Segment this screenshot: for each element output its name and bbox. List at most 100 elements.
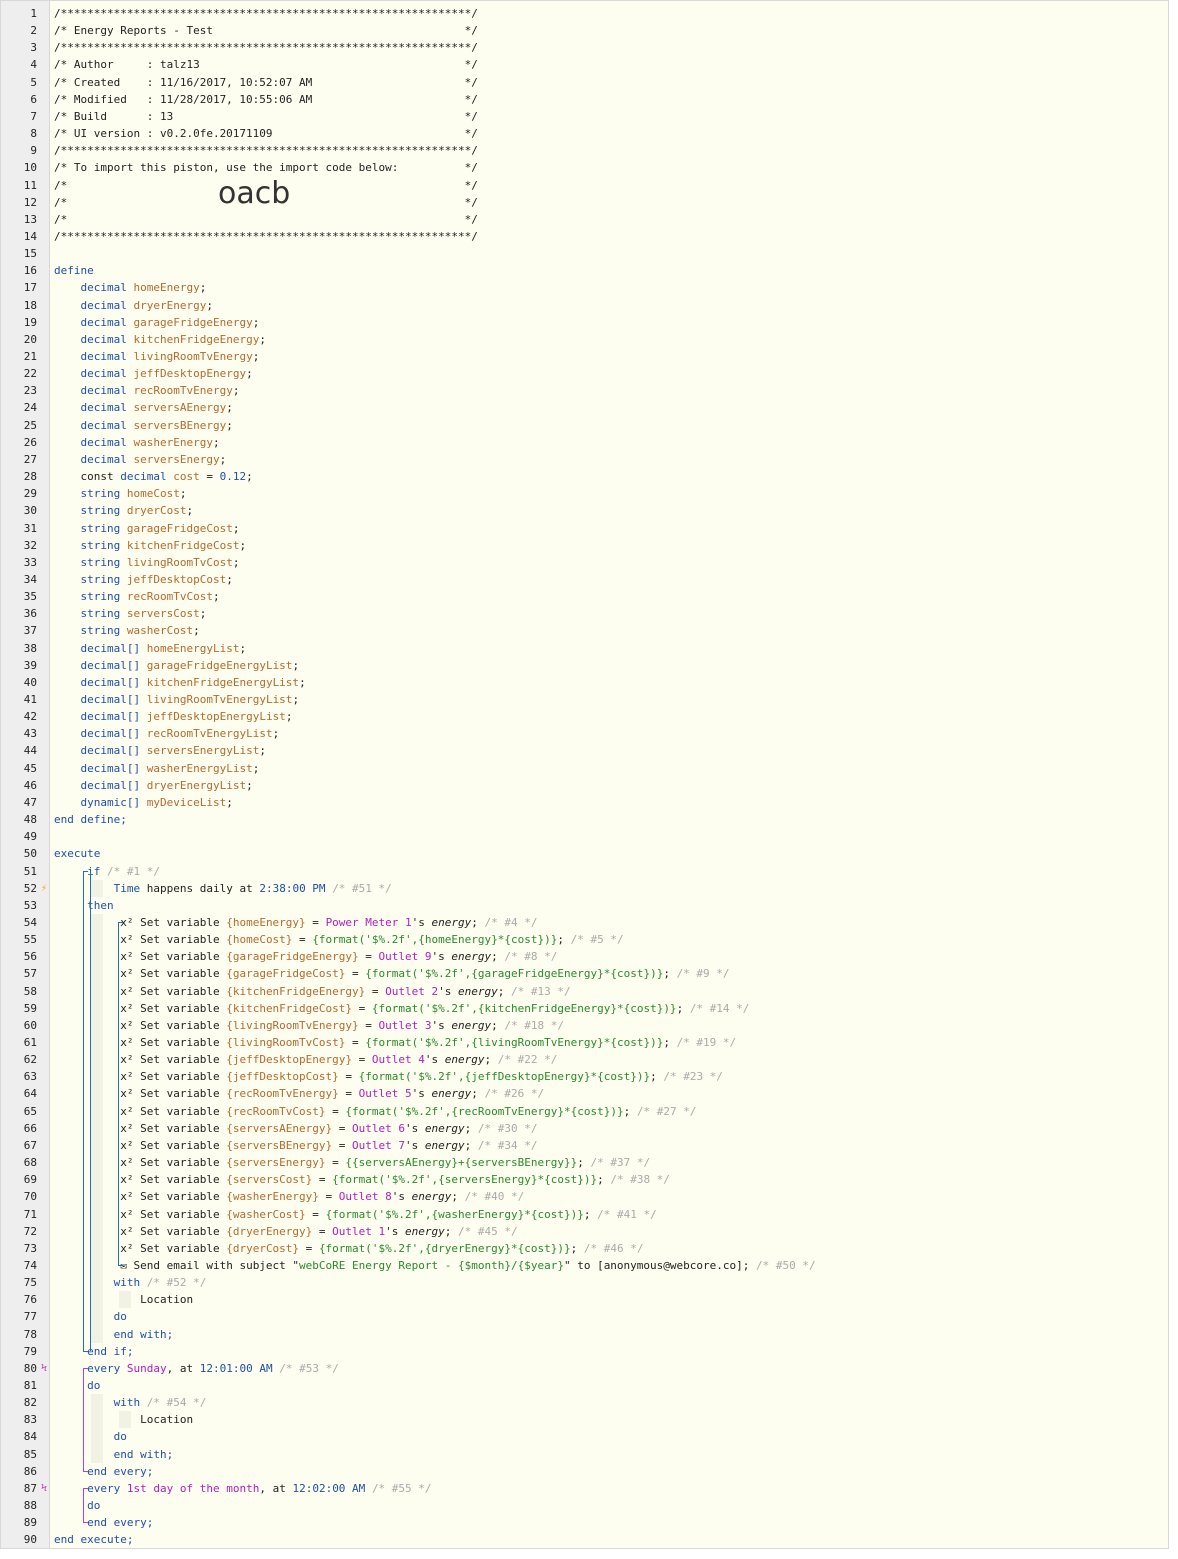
header-line[interactable]: /* */oacb	[54, 178, 1168, 211]
every-timer[interactable]: every Sunday, at 12:01:00 AM /* #53 */	[54, 1360, 1168, 1377]
variable-declaration[interactable]: string livingRoomTvCost;	[54, 554, 1168, 571]
set-variable-action[interactable]: x² Set variable {homeEnergy} = Power Met…	[54, 914, 1168, 931]
set-variable-action[interactable]: x² Set variable {garageFridgeCost} = {fo…	[54, 965, 1168, 982]
do-keyword: do	[87, 1499, 101, 1513]
set-variable-action[interactable]: x² Set variable {serversBEnergy} = Outle…	[54, 1137, 1168, 1154]
line-number: 80	[23, 1361, 37, 1375]
variable-declaration[interactable]: decimal[] serversEnergyList;	[54, 742, 1168, 759]
code-line[interactable]: end with;	[54, 1446, 1168, 1463]
variable-declaration[interactable]: decimal[] jeffDesktopEnergyList;	[54, 708, 1168, 725]
target-variable: {garageFridgeCost}	[226, 967, 346, 981]
set-variable-action[interactable]: x² Set variable {serversCost} = {format(…	[54, 1171, 1168, 1188]
send-email-action[interactable]: ✉ Send email with subject "webCoRE Energ…	[54, 1257, 1168, 1274]
variable-name: recRoomTvEnergy	[133, 384, 233, 398]
end-with-keyword: end with;	[113, 1447, 174, 1461]
variable-declaration[interactable]: string kitchenFridgeCost;	[54, 537, 1168, 554]
code-punctuation	[120, 522, 127, 535]
variable-declaration[interactable]: decimal jeffDesktopEnergy;	[54, 365, 1168, 382]
code-line[interactable]: with /* #52 */	[54, 1274, 1168, 1291]
header-line[interactable]: /* Author : talz13 */	[54, 56, 1168, 73]
header-line[interactable]: /***************************************…	[54, 228, 1168, 245]
set-variable-action[interactable]: x² Set variable {homeCost} = {format('$%…	[54, 931, 1168, 948]
set-variable-action[interactable]: x² Set variable {recRoomTvCost} = {forma…	[54, 1103, 1168, 1120]
code-line[interactable]: end with;	[54, 1326, 1168, 1343]
code-line[interactable]: Location	[54, 1291, 1168, 1308]
variable-declaration[interactable]: string washerCost;	[54, 622, 1168, 639]
set-variable-action[interactable]: x² Set variable {garageFridgeEnergy} = O…	[54, 948, 1168, 965]
code-line[interactable]: with /* #54 */	[54, 1394, 1168, 1411]
variable-declaration[interactable]: decimal garageFridgeEnergy;	[54, 314, 1168, 331]
variable-declaration[interactable]: decimal[] garageFridgeEnergyList;	[54, 657, 1168, 674]
code-line[interactable]: end every;	[54, 1463, 1168, 1480]
code-line[interactable]: execute	[54, 845, 1168, 862]
code-line[interactable]: Location	[54, 1411, 1168, 1428]
variable-declaration[interactable]: decimal[] recRoomTvEnergyList;	[54, 725, 1168, 742]
target-variable: {dryerCost}	[226, 1241, 300, 1255]
set-variable-action[interactable]: x² Set variable {livingRoomTvEnergy} = O…	[54, 1017, 1168, 1034]
header-line[interactable]: /* Energy Reports - Test */	[54, 22, 1168, 39]
code-line[interactable]: end every;	[54, 1514, 1168, 1531]
trigger-condition[interactable]: Time happens daily at 2:38:00 PM /* #51 …	[54, 880, 1168, 897]
code-line[interactable]: do	[54, 1308, 1168, 1325]
set-variable-action[interactable]: x² Set variable {kitchenFridgeEnergy} = …	[54, 983, 1168, 1000]
code-line[interactable]: end execute;	[54, 1531, 1168, 1548]
variable-declaration[interactable]: decimal washerEnergy;	[54, 434, 1168, 451]
every-timer[interactable]: every 1st day of the month, at 12:02:00 …	[54, 1480, 1168, 1497]
line-number: 37	[23, 624, 37, 638]
variable-declaration[interactable]: decimal serversAEnergy;	[54, 399, 1168, 416]
variable-declaration[interactable]: string jeffDesktopCost;	[54, 571, 1168, 588]
code-line[interactable]: do	[54, 1428, 1168, 1445]
code-line[interactable]: do	[54, 1497, 1168, 1514]
header-line[interactable]: /***************************************…	[54, 142, 1168, 159]
set-variable-action[interactable]: x² Set variable {livingRoomTvCost} = {fo…	[54, 1034, 1168, 1051]
variable-declaration[interactable]: decimal homeEnergy;	[54, 279, 1168, 296]
variable-declaration[interactable]: decimal serversBEnergy;	[54, 417, 1168, 434]
header-line[interactable]: /* */	[54, 177, 1168, 194]
set-variable-action[interactable]: x² Set variable {dryerCost} = {format('$…	[54, 1240, 1168, 1257]
statement-comment: /* #1 */	[107, 864, 160, 878]
variable-declaration[interactable]: decimal[] washerEnergyList;	[54, 760, 1168, 777]
variable-declaration[interactable]: string dryerCost;	[54, 502, 1168, 519]
variable-declaration[interactable]: decimal[] dryerEnergyList;	[54, 777, 1168, 794]
header-line[interactable]: /* */	[54, 211, 1168, 228]
variable-declaration[interactable]: decimal kitchenFridgeEnergy;	[54, 331, 1168, 348]
line-number: 72	[23, 1224, 37, 1238]
set-variable-action[interactable]: x² Set variable {kitchenFridgeCost} = {f…	[54, 1000, 1168, 1017]
set-variable-action[interactable]: x² Set variable {dryerEnergy} = Outlet 1…	[54, 1223, 1168, 1240]
header-line[interactable]: /* Modified : 11/28/2017, 10:55:06 AM */	[54, 91, 1168, 108]
header-line[interactable]: /* UI version : v0.2.0fe.20171109 */	[54, 125, 1168, 142]
header-line[interactable]: /***************************************…	[54, 39, 1168, 56]
set-variable-action[interactable]: x² Set variable {serversAEnergy} = Outle…	[54, 1120, 1168, 1137]
variable-declaration[interactable]: decimal dryerEnergy;	[54, 297, 1168, 314]
variable-declaration[interactable]: decimal[] livingRoomTvEnergyList;	[54, 691, 1168, 708]
code-line[interactable]: if /* #1 */	[54, 863, 1168, 880]
variable-declaration[interactable]: const decimal cost = 0.12;	[54, 468, 1168, 485]
variable-declaration[interactable]: decimal serversEnergy;	[54, 451, 1168, 468]
variable-declaration[interactable]: string homeCost;	[54, 485, 1168, 502]
variable-declaration[interactable]: dynamic[] myDeviceList;	[54, 794, 1168, 811]
set-variable-action[interactable]: x² Set variable {recRoomTvEnergy} = Outl…	[54, 1085, 1168, 1102]
line-number: 66	[23, 1121, 37, 1135]
variable-declaration[interactable]: string garageFridgeCost;	[54, 520, 1168, 537]
variable-declaration[interactable]: decimal livingRoomTvEnergy;	[54, 348, 1168, 365]
variable-declaration[interactable]: decimal[] homeEnergyList;	[54, 640, 1168, 657]
variable-declaration[interactable]: string serversCost;	[54, 605, 1168, 622]
code-line[interactable]: then	[54, 897, 1168, 914]
set-variable-action[interactable]: x² Set variable {jeffDesktopCost} = {for…	[54, 1068, 1168, 1085]
header-line[interactable]: /* To import this piston, use the import…	[54, 159, 1168, 176]
header-line[interactable]: /***************************************…	[54, 5, 1168, 22]
header-line[interactable]: /* Created : 11/16/2017, 10:52:07 AM */	[54, 74, 1168, 91]
variable-declaration[interactable]: string recRoomTvCost;	[54, 588, 1168, 605]
code-line[interactable]: end if;	[54, 1343, 1168, 1360]
set-variable-action[interactable]: x² Set variable {serversEnergy} = {{serv…	[54, 1154, 1168, 1171]
set-variable-action[interactable]: x² Set variable {washerEnergy} = Outlet …	[54, 1188, 1168, 1205]
code-line[interactable]: end define;	[54, 811, 1168, 828]
code-line[interactable]: do	[54, 1377, 1168, 1394]
code-line[interactable]: define	[54, 262, 1168, 279]
set-variable-action[interactable]: x² Set variable {washerCost} = {format('…	[54, 1206, 1168, 1223]
variable-declaration[interactable]: decimal recRoomTvEnergy;	[54, 382, 1168, 399]
variable-declaration[interactable]: decimal[] kitchenFridgeEnergyList;	[54, 674, 1168, 691]
header-line[interactable]: /* Build : 13 */	[54, 108, 1168, 125]
set-variable-action[interactable]: x² Set variable {jeffDesktopEnergy} = Ou…	[54, 1051, 1168, 1068]
